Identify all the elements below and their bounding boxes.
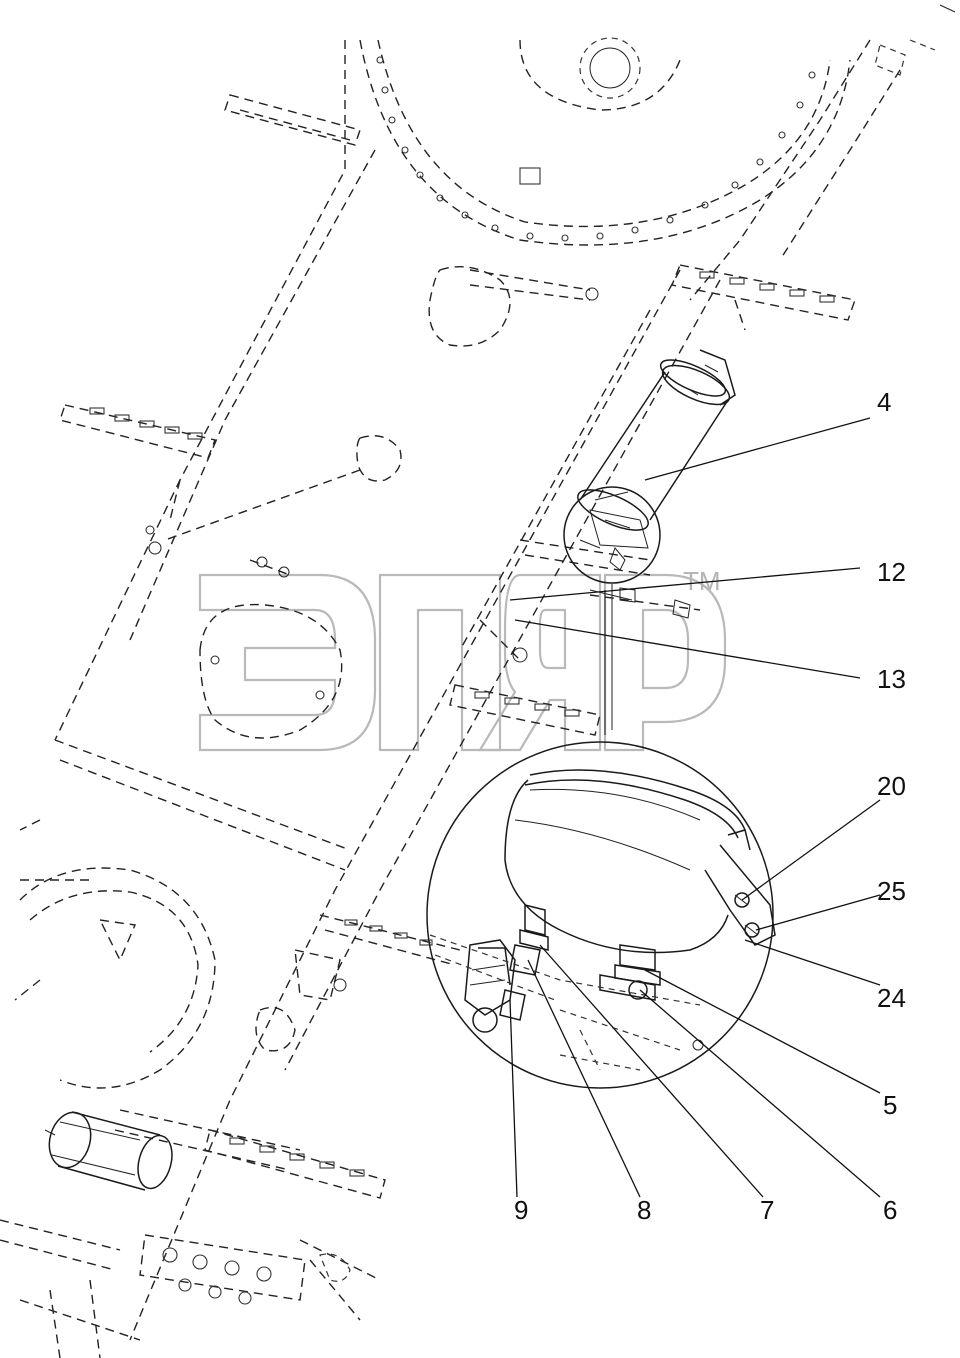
callout-13: 13 [877, 664, 906, 694]
leader-6 [639, 989, 881, 1198]
leader-25 [755, 894, 881, 931]
callout-24: 24 [877, 983, 906, 1013]
callout-20: 20 [877, 771, 906, 801]
air-receiver-lower [44, 1111, 173, 1191]
callout-5: 5 [883, 1090, 897, 1120]
callout-6: 6 [883, 1195, 897, 1225]
leader-5 [644, 969, 881, 1094]
detail-circle-large [426, 741, 776, 1089]
leader-9 [509, 999, 518, 1198]
callout-4: 4 [877, 387, 891, 417]
leader-7 [539, 944, 764, 1198]
callout-9: 9 [514, 1195, 528, 1225]
leader-13 [514, 619, 861, 679]
callout-labels: 4 12 13 20 25 24 5 6 7 8 9 [514, 387, 906, 1225]
callout-12: 12 [877, 557, 906, 587]
leader-12 [509, 567, 861, 601]
detail-circle-small [563, 486, 661, 735]
callout-7: 7 [760, 1195, 774, 1225]
watermark-logo: TM [198, 566, 727, 752]
frame-outline [0, 4, 956, 1358]
air-receiver-upper [577, 349, 736, 531]
leader-4 [644, 417, 871, 481]
leader-8 [527, 959, 641, 1198]
callout-25: 25 [877, 876, 906, 906]
callout-8: 8 [637, 1195, 651, 1225]
leader-lines [509, 417, 881, 1198]
leader-24 [744, 939, 881, 986]
leader-20 [741, 799, 881, 901]
